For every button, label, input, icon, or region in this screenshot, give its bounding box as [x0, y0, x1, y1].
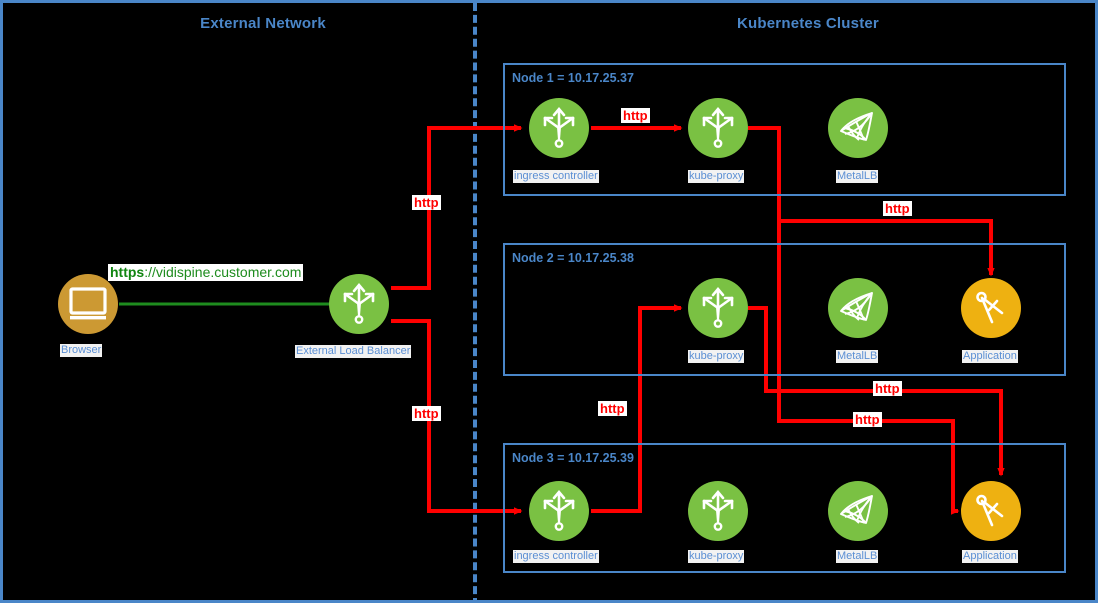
- edge-label-ingress1-to-proxy1: http: [621, 108, 650, 123]
- node-box-node3: [503, 443, 1066, 573]
- url-rest: ://vidispine.customer.com: [144, 264, 302, 280]
- edge-label-ingress3-to-proxy2: http: [598, 401, 627, 416]
- node3-metallb-caption: MetalLB: [836, 550, 879, 563]
- mesh-net-icon: [840, 495, 873, 524]
- node3-label: Node 3 = 10.17.25.39: [512, 451, 634, 465]
- node2-kube-proxy-caption: kube-proxy: [688, 350, 745, 363]
- url-label: https://vidispine.customer.com: [108, 264, 304, 281]
- node3-ingress-controller-caption: ingress controller: [513, 550, 599, 563]
- edge-label-lb-to-node1: http: [412, 195, 441, 210]
- mesh-net-icon: [840, 112, 873, 141]
- node3-kube-proxy-caption: kube-proxy: [688, 550, 745, 563]
- node1-label: Node 1 = 10.17.25.37: [512, 71, 634, 85]
- node3-kube-proxy[interactable]: [688, 481, 748, 541]
- url-protocol: https: [110, 264, 145, 280]
- node2-metallb[interactable]: [828, 278, 888, 338]
- kubernetes-cluster-title: Kubernetes Cluster: [737, 15, 879, 32]
- node3-application-caption: Application: [962, 550, 1018, 563]
- load-balancer-icon: [543, 106, 575, 148]
- load-balancer-icon: [702, 106, 734, 148]
- mesh-net-icon: [840, 292, 873, 321]
- node1-metallb-caption: MetalLB: [836, 170, 879, 183]
- browser-node[interactable]: [58, 274, 118, 334]
- monitor-icon: [69, 287, 107, 320]
- node3-application[interactable]: [961, 481, 1021, 541]
- compass-icon: [976, 494, 1004, 527]
- node3-metallb[interactable]: [828, 481, 888, 541]
- node2-metallb-caption: MetalLB: [836, 350, 879, 363]
- edge-label-proxy1-to-app3: http: [853, 412, 882, 427]
- node2-kube-proxy[interactable]: [688, 278, 748, 338]
- node-box-node1: [503, 63, 1066, 196]
- load-balancer-icon: [702, 286, 734, 328]
- compass-icon: [976, 291, 1004, 324]
- node1-kube-proxy-caption: kube-proxy: [688, 170, 745, 183]
- edge-label-lb-to-node3: http: [412, 406, 441, 421]
- node2-application[interactable]: [961, 278, 1021, 338]
- load-balancer-icon: [543, 489, 575, 531]
- edge-label-proxy1-to-app2: http: [883, 201, 912, 216]
- edge-label-proxy2-to-app3: http: [873, 381, 902, 396]
- external-load-balancer-caption: External Load Balancer: [295, 345, 412, 358]
- node1-metallb[interactable]: [828, 98, 888, 158]
- external-network-title: External Network: [200, 15, 326, 32]
- load-balancer-icon: [702, 489, 734, 531]
- node2-application-caption: Application: [962, 350, 1018, 363]
- node1-ingress-controller-caption: ingress controller: [513, 170, 599, 183]
- node1-kube-proxy[interactable]: [688, 98, 748, 158]
- load-balancer-icon: [343, 282, 375, 324]
- external-load-balancer-node[interactable]: [329, 274, 389, 334]
- network-boundary-divider: [473, 3, 477, 600]
- browser-caption: Browser: [60, 344, 103, 357]
- node3-ingress-controller[interactable]: [529, 481, 589, 541]
- node-box-node2: [503, 243, 1066, 376]
- node1-ingress-controller[interactable]: [529, 98, 589, 158]
- node2-label: Node 2 = 10.17.25.38: [512, 251, 634, 265]
